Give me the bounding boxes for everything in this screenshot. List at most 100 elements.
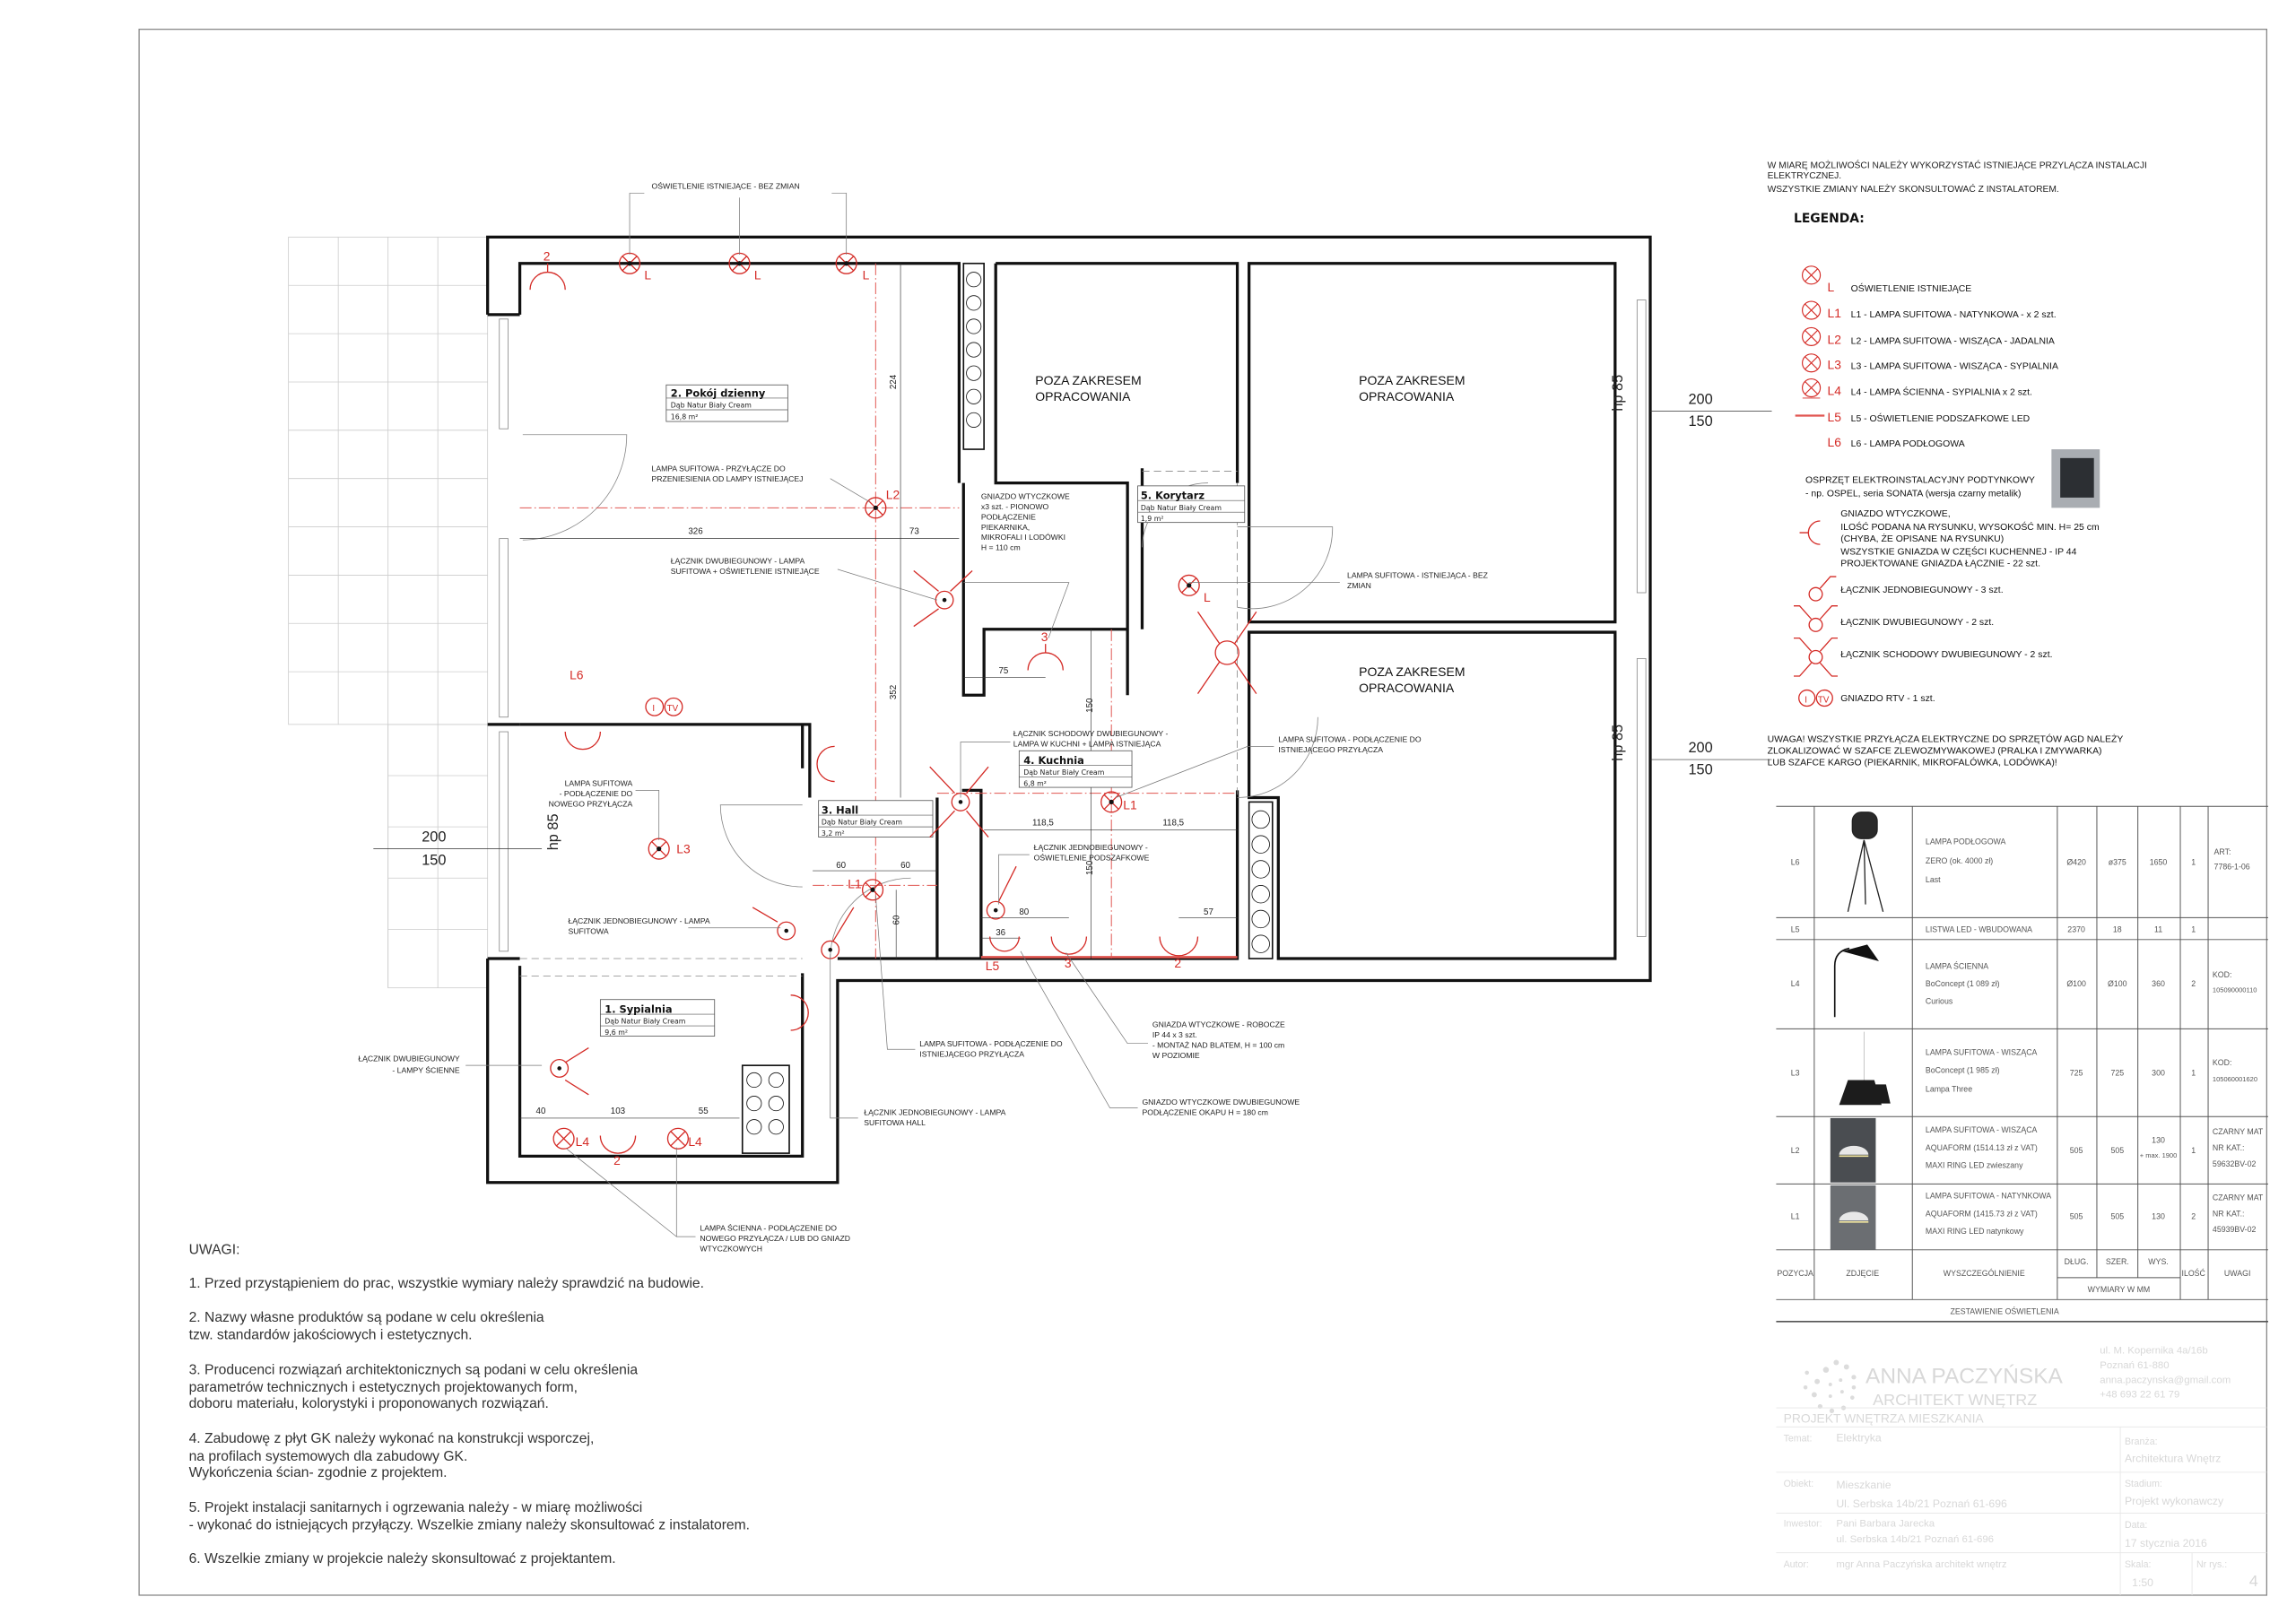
label: OŚWIETLENIE ISTNIEJĄCE - BEZ ZMIAN bbox=[652, 181, 800, 191]
label: 505 bbox=[2070, 1212, 2083, 1221]
label: doboru materiału, kolorystyki i proponow… bbox=[189, 1396, 549, 1411]
label: 4. Zabudowę z płyt GK należy wykonać na … bbox=[189, 1431, 595, 1446]
label: 6. Wszelkie zmiany w projekcie należy sk… bbox=[189, 1551, 616, 1567]
label: Autor: bbox=[1784, 1559, 1809, 1570]
label: Obiekt: bbox=[1784, 1479, 1814, 1489]
label: GNIAZDO WTYCZKOWE, bbox=[1840, 509, 1950, 519]
label: ANNA PACZYŃSKA bbox=[1866, 1364, 2064, 1388]
label: GNIAZDA WTYCZKOWE - ROBOCZE bbox=[1152, 1020, 1285, 1029]
label: WYMIARY W MM bbox=[2088, 1285, 2151, 1294]
dim-118-5-a: 118,5 bbox=[1032, 819, 1054, 829]
room-area: 6,8 m² bbox=[1023, 779, 1047, 787]
double-switch-icon bbox=[935, 590, 954, 610]
dim-73: 73 bbox=[909, 527, 919, 537]
label: Pani Barbara Jarecka bbox=[1836, 1518, 1935, 1529]
table-caption: ZESTAWIENIE OŚWIETLENIA bbox=[1950, 1306, 2058, 1316]
label: L5 bbox=[1828, 410, 1842, 424]
existing-lamp-icon bbox=[1178, 574, 1200, 597]
label: Lampa Three bbox=[1926, 1085, 1972, 1094]
label: BoConcept (1 985 zł) bbox=[1926, 1065, 2000, 1074]
label: L3 bbox=[1828, 357, 1842, 371]
label: Wykończenia ścian- zgodnie z projektem. bbox=[189, 1465, 448, 1480]
wall-lamp-icon bbox=[1802, 378, 1822, 398]
room-label-corridor: 5. Korytarz Dąb Natur Biały Cream 1,9 m² bbox=[1137, 485, 1246, 524]
label: 45939BV-02 bbox=[2213, 1225, 2257, 1234]
room-floor: Dąb Natur Biały Cream bbox=[822, 819, 902, 827]
label: - np. OSPEL, seria SONATA (wersja czarny… bbox=[1805, 489, 2021, 499]
label: 505 bbox=[2070, 1146, 2083, 1155]
label: L3 bbox=[676, 842, 691, 856]
room-area: 9,6 m² bbox=[604, 1028, 628, 1037]
label: OŚWIETLENIE ISTNIEJĄCE bbox=[1851, 282, 1972, 294]
socket-icon bbox=[1027, 644, 1064, 671]
label: - PODŁĄCZENIE DO bbox=[560, 789, 633, 798]
label: LAMPA ŚCIENNA - PODŁĄCZENIE DO bbox=[700, 1223, 837, 1233]
label: LAMPA ŚCIENNA bbox=[1926, 960, 1988, 970]
pendant-lamp-photo bbox=[1839, 1031, 1891, 1106]
wall-lamp-l4-icon bbox=[552, 1127, 575, 1150]
label: L bbox=[1828, 280, 1835, 294]
label: MAXI RING LED zwieszany bbox=[1926, 1160, 2023, 1169]
room-label-bedroom: 1. Sypialnia Dąb Natur Biały Cream 9,6 m… bbox=[599, 999, 716, 1037]
label: MIKROFALI I LODÓWKI bbox=[981, 533, 1065, 542]
label: Architektura Wnętrz bbox=[2125, 1452, 2221, 1464]
label: 360 bbox=[2152, 979, 2165, 988]
label: GNIAZDO RTV - 1 szt. bbox=[1840, 694, 1935, 704]
room-name: 3. Hall bbox=[822, 803, 858, 816]
room-label-hall: 3. Hall Dąb Natur Biały Cream 3,2 m² bbox=[818, 800, 934, 838]
dim-75: 75 bbox=[998, 666, 1008, 676]
socket-icon bbox=[599, 1135, 637, 1154]
lamp-x-icon bbox=[1802, 326, 1822, 346]
label: - MONTAŻ NAD BLATEM, H = 100 cm bbox=[1152, 1041, 1284, 1050]
lamp-x-icon bbox=[1802, 300, 1822, 320]
label: 1. Przed przystąpieniem do prac, wszystk… bbox=[189, 1276, 704, 1291]
label: WTYCZKOWYCH bbox=[700, 1244, 762, 1253]
label: ILOŚĆ PODANA NA RYSUNKU, WYSOKOŚĆ MIN. H… bbox=[1840, 521, 2099, 533]
socket-icon bbox=[790, 994, 809, 1031]
walls bbox=[486, 235, 1652, 1185]
label: 2. Nazwy własne produktów są podane w ce… bbox=[189, 1310, 544, 1325]
label: 3. Producenci rozwiązań architektoniczny… bbox=[189, 1363, 639, 1378]
dim-60-a: 60 bbox=[836, 861, 846, 871]
label: Data: bbox=[2125, 1520, 2147, 1531]
label: L2 bbox=[886, 488, 900, 502]
label: ELEKTRYCZNEJ. bbox=[1768, 171, 1842, 181]
dim-57: 57 bbox=[1204, 907, 1213, 917]
wall-lamp-photo bbox=[1833, 944, 1880, 1018]
label: Ø420 bbox=[2066, 858, 2086, 867]
label: LAMPA SUFITOWA - PODŁĄCZENIE DO bbox=[919, 1039, 1063, 1048]
label: L bbox=[1204, 590, 1211, 604]
label: 3 bbox=[1041, 629, 1048, 644]
label: AQUAFORM (1415.73 zł z VAT) bbox=[1926, 1209, 2038, 1218]
label: OPRACOWANIA bbox=[1359, 681, 1455, 695]
header-note: W MIARĘ MOŻLIWOŚCI NALEŻY WYKORZYSTAĆ IS… bbox=[1768, 160, 2147, 195]
label: + max. 1900 bbox=[2140, 1151, 2177, 1159]
label: 2370 bbox=[2067, 925, 2085, 934]
label: L2 - LAMPA SUFITOWA - WISZĄCA - JADALNIA bbox=[1851, 337, 2055, 347]
single-switch-icon bbox=[1808, 576, 1837, 602]
label: TV bbox=[1818, 695, 1830, 705]
label: Elektryka bbox=[1836, 1432, 1882, 1445]
balcony-tiles bbox=[288, 236, 489, 989]
label: L bbox=[863, 268, 870, 282]
label: IP 44 x 3 szt. bbox=[1152, 1030, 1197, 1039]
window-width: 200 bbox=[1688, 391, 1712, 407]
label: WSZYSTKIE GNIAZDA W CZĘŚCI KUCHENNEJ - I… bbox=[1840, 546, 2076, 558]
label: NR KAT.: bbox=[2213, 1143, 2245, 1152]
label: ŁĄCZNIK JEDNOBIEGUNOWY - bbox=[1034, 843, 1148, 852]
label: L4 - LAMPA ŚCIENNA - SYPIALNIA x 2 szt. bbox=[1851, 386, 2032, 398]
dim-40: 40 bbox=[536, 1107, 546, 1116]
label: 505 bbox=[2110, 1146, 2124, 1155]
room-name: 5. Korytarz bbox=[1141, 490, 1205, 502]
label: Skala: bbox=[2125, 1559, 2152, 1570]
rtv-socket-icon bbox=[1798, 689, 1833, 707]
label: PODŁĄCZENIE bbox=[981, 512, 1036, 521]
leader-lines bbox=[465, 193, 1340, 1237]
label: GNIAZDO WTYCZKOWE bbox=[981, 492, 1070, 501]
label: 725 bbox=[2110, 1069, 2124, 1078]
room-floor: Dąb Natur Biały Cream bbox=[1023, 768, 1104, 777]
label: L4 bbox=[576, 1134, 590, 1149]
